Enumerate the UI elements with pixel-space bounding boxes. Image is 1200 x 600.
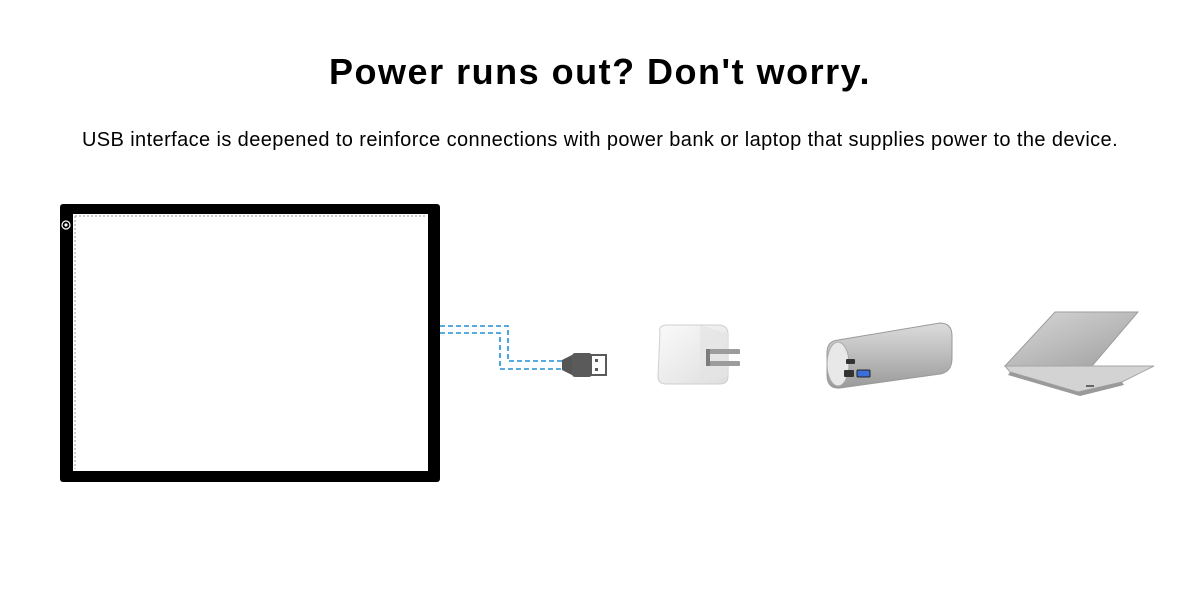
power-button-icon[interactable]: [61, 220, 71, 230]
usb-cable: [440, 325, 566, 370]
page-subtitle: USB interface is deepened to reinforce c…: [81, 129, 1119, 151]
page-title: Power runs out? Don't worry.: [329, 51, 871, 92]
light-pad-surface: [73, 214, 428, 471]
laptop-icon: [1003, 311, 1155, 396]
usb-plug-icon: [562, 353, 607, 377]
wall-adapter-icon: [657, 324, 740, 385]
light-pad: [60, 204, 440, 482]
power-bank-icon: [826, 322, 953, 389]
